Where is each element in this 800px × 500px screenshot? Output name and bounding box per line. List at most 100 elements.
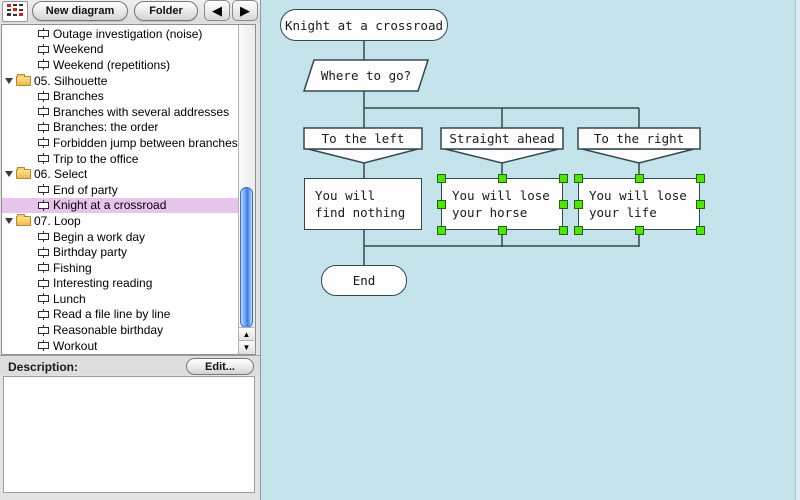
sidebar-item-forbidden-jump[interactable]: Forbidden jump between branches [2, 135, 239, 151]
selection-handle[interactable] [436, 173, 446, 183]
diagram-list-icon-button[interactable] [2, 1, 28, 22]
folder-icon [16, 167, 31, 180]
flow-branch-right-label[interactable]: To the right [593, 131, 685, 146]
action-text-line: find nothing [315, 205, 406, 220]
selection-handle[interactable] [695, 199, 705, 209]
back-icon: ◀ [212, 3, 222, 18]
diagram-icon [38, 246, 49, 258]
diagram-icon [38, 59, 49, 71]
sidebar-item-trip-to-the-office[interactable]: Trip to the office [2, 151, 239, 167]
tree-rows: Outage investigation (noise) Weekend Wee… [2, 26, 239, 353]
description-label: Description: [8, 360, 79, 374]
flow-question-label[interactable]: Where to go? [320, 68, 412, 83]
diagram-icon [38, 308, 49, 320]
selection-handle[interactable] [573, 199, 583, 209]
selection-handle[interactable] [695, 173, 705, 183]
diagram-icon [38, 231, 49, 243]
edit-description-button[interactable]: Edit... [186, 358, 254, 375]
selection-handle[interactable] [436, 199, 446, 209]
flow-connectors [302, 41, 701, 266]
sidebar-item-branches[interactable]: Branches [2, 88, 239, 104]
forward-icon: ▶ [240, 3, 250, 18]
sidebar-item-knight-at-a-crossroad[interactable]: Knight at a crossroad [2, 197, 239, 214]
scroll-up-button[interactable]: ▲ [239, 327, 254, 341]
disclosure-triangle-icon[interactable] [5, 217, 13, 224]
selection-handle[interactable] [558, 173, 568, 183]
canvas-scrollbar[interactable] [795, 0, 800, 500]
scrollbar-thumb[interactable] [240, 187, 253, 328]
flow-end-node[interactable]: End [321, 265, 407, 296]
selection-handle[interactable] [634, 225, 644, 235]
disclosure-triangle-icon[interactable] [5, 171, 13, 178]
sidebar-pane: New diagram Folder ◀ ▶ Outage investigat… [0, 0, 260, 500]
diagram-icon [38, 90, 49, 102]
sidebar-item-weekend[interactable]: Weekend [2, 42, 239, 58]
sidebar-item-weekend-repetitions[interactable]: Weekend (repetitions) [2, 57, 239, 73]
flow-action-lose-life[interactable]: You will lose your life [578, 178, 700, 230]
selection-handle[interactable] [695, 225, 705, 235]
diagram-icon [38, 153, 49, 165]
branch-middle-shape[interactable] [440, 127, 564, 150]
toolbar: New diagram Folder ◀ ▶ [0, 0, 260, 23]
sidebar-item-branches-the-order[interactable]: Branches: the order [2, 120, 239, 136]
folder-button[interactable]: Folder [134, 1, 198, 21]
forward-button[interactable]: ▶ [232, 0, 258, 21]
sidebar-folder-05-silhouette[interactable]: 05. Silhouette [2, 73, 239, 89]
selection-handle[interactable] [558, 225, 568, 235]
selection-handle[interactable] [497, 225, 507, 235]
diagram-icon [38, 28, 49, 40]
scroll-down-button[interactable]: ▼ [239, 340, 254, 354]
sidebar-item-interesting-reading[interactable]: Interesting reading [2, 276, 239, 292]
flow-title-node[interactable]: Knight at a crossroad [280, 9, 448, 41]
flow-branch-left-label[interactable]: To the left [321, 131, 405, 146]
sidebar-item-end-of-party[interactable]: End of party [2, 182, 239, 198]
selection-handle[interactable] [634, 173, 644, 183]
description-textarea[interactable] [3, 376, 255, 493]
action-text-line: You will [315, 188, 376, 203]
action-text-line: your horse [452, 205, 528, 220]
flow-action-find-nothing[interactable]: You will find nothing [304, 178, 422, 230]
diagram-icon [38, 293, 49, 305]
sidebar-item-read-a-file[interactable]: Read a file line by line [2, 307, 239, 323]
flow-branch-middle-label[interactable]: Straight ahead [449, 131, 555, 146]
selection-handle[interactable] [436, 225, 446, 235]
sidebar-item-outage-investigation[interactable]: Outage investigation (noise) [2, 26, 239, 42]
sidebar-item-fishing[interactable]: Fishing [2, 260, 239, 276]
selection-handle[interactable] [497, 173, 507, 183]
sidebar-folder-06-select[interactable]: 06. Select [2, 166, 239, 182]
selection-handle[interactable] [573, 173, 583, 183]
diagram-icon [38, 184, 49, 196]
diagram-canvas[interactable]: Knight at a crossroad Where to go? To th… [260, 0, 800, 500]
description-bar: Description: Edit... [0, 355, 260, 375]
diagram-list-icon [7, 4, 23, 16]
question-shape[interactable] [302, 59, 430, 92]
diagram-icon [38, 262, 49, 274]
selection-handle[interactable] [573, 225, 583, 235]
sidebar-item-reasonable-birthday[interactable]: Reasonable birthday [2, 322, 239, 338]
diagram-icon [38, 324, 49, 336]
diagram-icon [38, 277, 49, 289]
tree-scrollbar[interactable]: ▲ ▼ [238, 25, 255, 354]
folder-icon [16, 73, 31, 86]
flow-action-lose-horse[interactable]: You will lose your horse [441, 178, 563, 230]
sidebar-folder-07-loop[interactable]: 07. Loop [2, 213, 239, 229]
action-text-line: your life [589, 205, 657, 220]
diagram-icon [38, 106, 49, 118]
back-button[interactable]: ◀ [204, 0, 230, 21]
branch-left-shape[interactable] [303, 127, 423, 150]
sidebar-item-workout[interactable]: Workout [2, 338, 239, 354]
sidebar-item-branches-several-addresses[interactable]: Branches with several addresses [2, 104, 239, 120]
diagram-icon [38, 121, 49, 133]
diagram-icon [38, 340, 49, 352]
sidebar-item-birthday-party[interactable]: Birthday party [2, 244, 239, 260]
diagram-icon [38, 199, 49, 211]
sidebar-item-begin-a-work-day[interactable]: Begin a work day [2, 229, 239, 245]
folder-icon [16, 213, 31, 226]
diagram-tree: Outage investigation (noise) Weekend Wee… [1, 24, 256, 355]
action-text-line: You will lose [452, 188, 550, 203]
disclosure-triangle-icon[interactable] [5, 77, 13, 84]
new-diagram-button[interactable]: New diagram [32, 1, 128, 21]
branch-right-shape[interactable] [577, 127, 701, 150]
selection-handle[interactable] [558, 199, 568, 209]
sidebar-item-lunch[interactable]: Lunch [2, 291, 239, 307]
